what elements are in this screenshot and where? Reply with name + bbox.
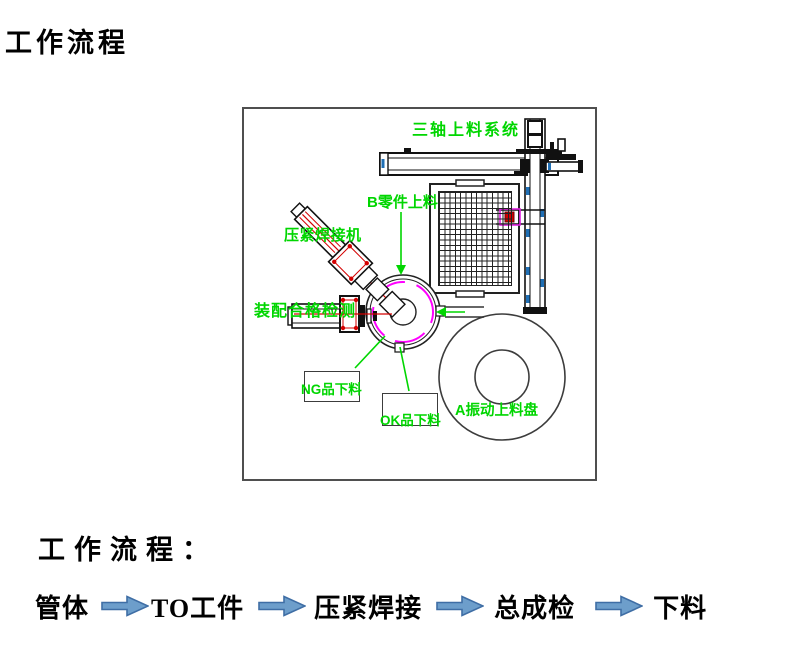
vertical-rail [523, 118, 547, 314]
flow-heading: 工作流程： [38, 535, 218, 565]
ng-unload-box: NG品下料 [301, 371, 362, 402]
layout-diagram: 三轴上料系统 B零件上料 压紧焊接机 装配合格检测 NG品下料 OK品下料 A振… [242, 107, 597, 481]
label-assembly-check: 装配合格检测 [254, 303, 357, 320]
side-arm [545, 138, 583, 173]
label-vibration-bowl: A振动上料盘 [455, 403, 538, 419]
process-flow: 管体 TO工件 压紧焊接 总成检 下料 [35, 590, 708, 623]
label-ng-unload: NG品下料 [301, 382, 362, 397]
label-three-axis-feeder: 三轴上料系统 [412, 122, 521, 139]
tray-grid [438, 191, 512, 286]
detection-unit [287, 295, 392, 333]
label-press-welder: 压紧焊接机 [284, 227, 362, 244]
flow-arrow-icon [101, 595, 150, 617]
feed-track [445, 306, 484, 318]
flow-step-3: 压紧焊接 [314, 593, 423, 623]
cad-drawing [287, 118, 583, 441]
linear-rail [379, 148, 559, 176]
page-title: 工作流程 [5, 28, 129, 58]
flow-arrow-icon [258, 595, 307, 617]
label-ok-unload: OK品下料 [380, 413, 441, 428]
flow-arrow-icon [436, 595, 485, 617]
flow-arrow-icon [595, 595, 644, 617]
flow-step-2: TO工件 [151, 593, 245, 623]
label-b-part-feed: B零件上料 [367, 194, 438, 211]
gantry-bracket [514, 120, 562, 176]
flow-step-1: 管体 [35, 593, 90, 623]
flow-step-4: 总成检 [494, 593, 576, 623]
vibration-bowl-shape [438, 313, 566, 441]
leader-lines [354, 212, 465, 392]
welding-machine [290, 202, 406, 318]
ok-unload-box: OK品下料 [380, 393, 441, 428]
flow-step-5: 下料 [653, 593, 708, 623]
